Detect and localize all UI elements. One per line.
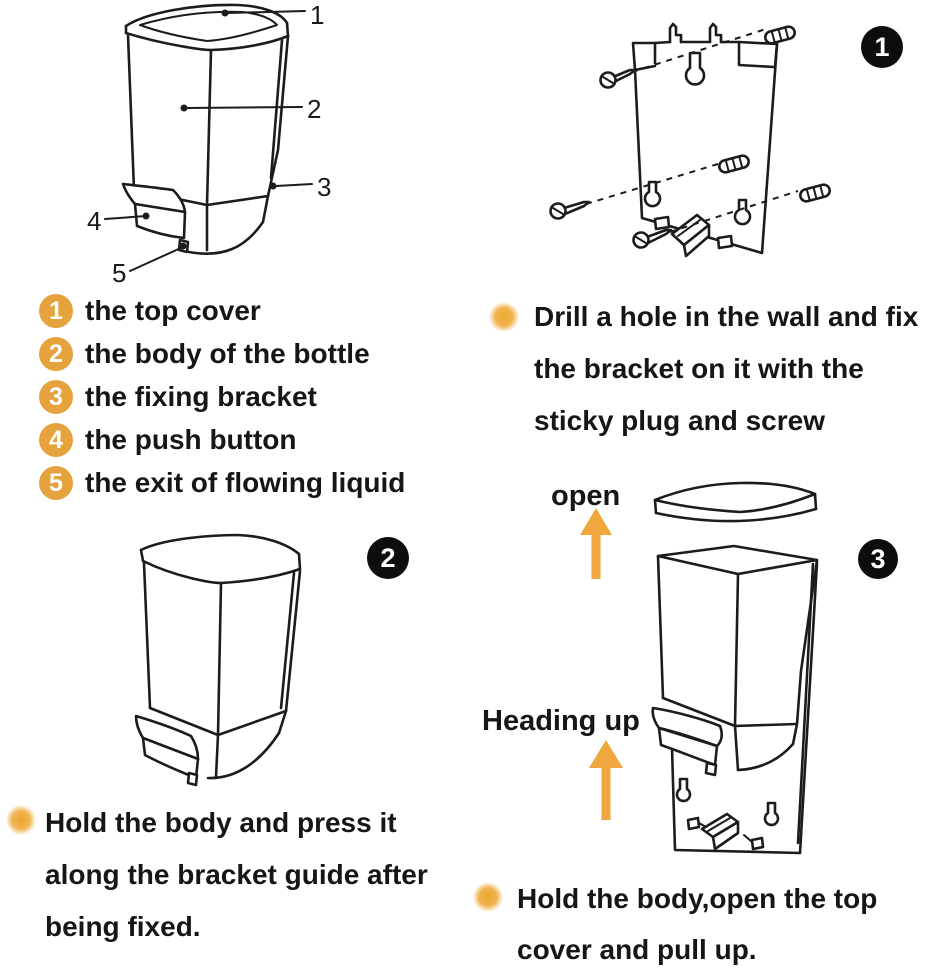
parts-list: 1 the top cover 2 the body of the bottle… — [39, 294, 405, 500]
arrow-up-icon — [589, 740, 623, 820]
dispenser-parts-diagram: 1 2 3 4 5 — [87, 0, 331, 288]
parts-list-item: 5 the exit of flowing liquid — [39, 466, 405, 500]
instruction-line: Hold the body and press it — [45, 807, 397, 838]
heading-up-label: Heading up — [482, 705, 640, 737]
part-number-circle: 5 — [39, 466, 73, 500]
instruction-line: along the bracket guide after — [45, 859, 428, 890]
parts-list-item: 2 the body of the bottle — [39, 337, 405, 371]
arrow-up-icon — [580, 508, 612, 579]
bullet-icon — [473, 882, 503, 912]
step-badge-3: 3 — [858, 539, 898, 579]
callout-number-5: 5 — [112, 258, 126, 288]
bullet-icon — [6, 805, 36, 835]
step-badge-1: 1 — [861, 26, 903, 68]
instruction-line: sticky plug and screw — [534, 405, 825, 436]
instruction-line: the bracket on it with the — [534, 353, 864, 384]
instruction-step3: Hold the body,open the top cover and pul… — [517, 873, 877, 968]
callout-number-1: 1 — [310, 0, 324, 30]
screw-icon — [549, 200, 591, 220]
part-number-circle: 4 — [39, 423, 73, 457]
dispenser-on-bracket-diagram — [651, 544, 819, 855]
callout-number-4: 4 — [87, 206, 101, 236]
part-label: the exit of flowing liquid — [85, 467, 406, 498]
wall-plug-icon — [718, 154, 750, 174]
bullet-icon — [489, 302, 519, 332]
parts-list-item: 3 the fixing bracket — [39, 380, 405, 414]
open-label: open — [551, 480, 621, 512]
part-label: the top cover — [85, 295, 261, 326]
parts-list-item: 4 the push button — [39, 423, 405, 457]
callout-number-2: 2 — [307, 94, 321, 124]
instruction-line: Hold the body,open the top — [517, 883, 878, 914]
parts-list-item: 1 the top cover — [39, 294, 405, 328]
wall-plug-icon — [799, 183, 831, 203]
mounted-dispenser-diagram — [134, 533, 302, 787]
part-number-circle: 2 — [39, 337, 73, 371]
callout-number-3: 3 — [317, 172, 331, 202]
part-label: the body of the bottle — [85, 338, 370, 369]
instruction-step2: Hold the body and press it along the bra… — [45, 797, 428, 953]
part-number-circle: 3 — [39, 380, 73, 414]
screw-icon — [599, 68, 637, 89]
step-badge-2: 2 — [367, 537, 409, 579]
instruction-step1: Drill a hole in the wall and fix the bra… — [534, 291, 918, 447]
wall-plug-icon — [764, 25, 796, 45]
screw-icon — [632, 228, 673, 249]
bracket-mounting-diagram — [549, 22, 831, 258]
part-label: the push button — [85, 424, 297, 455]
part-label: the fixing bracket — [85, 381, 317, 412]
part-number-circle: 1 — [39, 294, 73, 328]
instruction-line: being fixed. — [45, 911, 201, 942]
instruction-line: Drill a hole in the wall and fix — [534, 301, 919, 332]
top-cover-drawing — [653, 481, 818, 523]
instruction-line: cover and pull up. — [517, 934, 757, 965]
